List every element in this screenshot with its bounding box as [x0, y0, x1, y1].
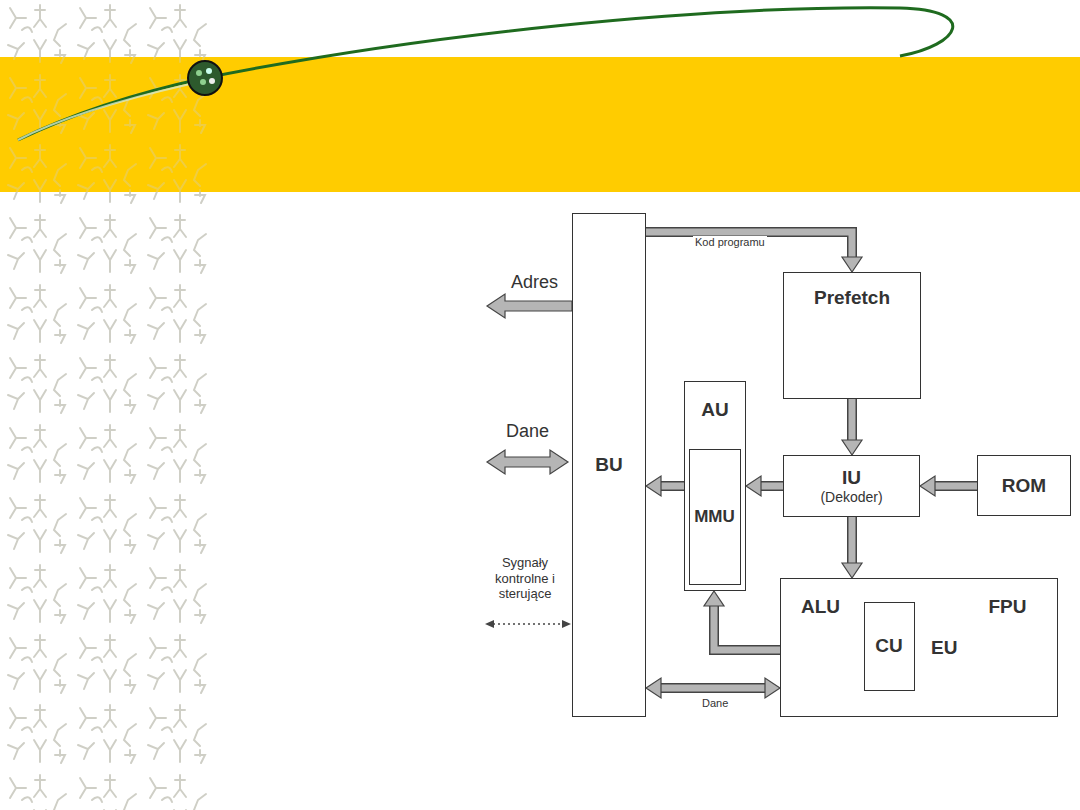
unit-box: BU: [572, 213, 646, 717]
edge-label: Dane: [700, 697, 730, 709]
bus-arrow: [746, 476, 783, 496]
unit-box: Prefetch: [783, 272, 921, 399]
unit-name: AU: [701, 399, 728, 421]
unit-box: IU(Dekoder): [783, 455, 920, 517]
signal-label: Adres: [511, 272, 558, 293]
unit-name: IU: [842, 467, 861, 489]
bus-arrow: [842, 517, 862, 578]
unit-label: ALU: [796, 596, 846, 636]
signal-label: Sygnały kontrolne i sterujące: [482, 555, 568, 602]
unit-box: CU: [864, 602, 915, 691]
edge-label: Kod programu: [693, 236, 767, 248]
unit-name: Prefetch: [814, 287, 890, 309]
unit-name: ALU: [801, 596, 840, 618]
bus-arrow: [920, 476, 977, 496]
unit-box: MMU: [689, 449, 741, 585]
bus-arrow: [646, 232, 862, 272]
signal-label: Dane: [506, 421, 549, 442]
unit-name: ROM: [1002, 475, 1046, 497]
unit-label: FPU: [984, 596, 1032, 636]
unit-name: CU: [875, 635, 902, 657]
unit-name: FPU: [989, 596, 1027, 618]
bus-arrow: [842, 399, 862, 455]
unit-box: AU MMU: [684, 381, 746, 591]
unit-name: BU: [595, 454, 622, 476]
bus-arrow: [704, 591, 780, 650]
unit-box: ROM: [977, 455, 1071, 516]
bus-arrow: [646, 678, 780, 698]
unit-box: EU ALU CU FPU: [780, 578, 1058, 717]
unit-name: (Dekoder): [820, 489, 882, 505]
unit-name: EU: [931, 637, 957, 659]
unit-name: MMU: [694, 507, 735, 527]
bus-arrow: [646, 476, 684, 496]
